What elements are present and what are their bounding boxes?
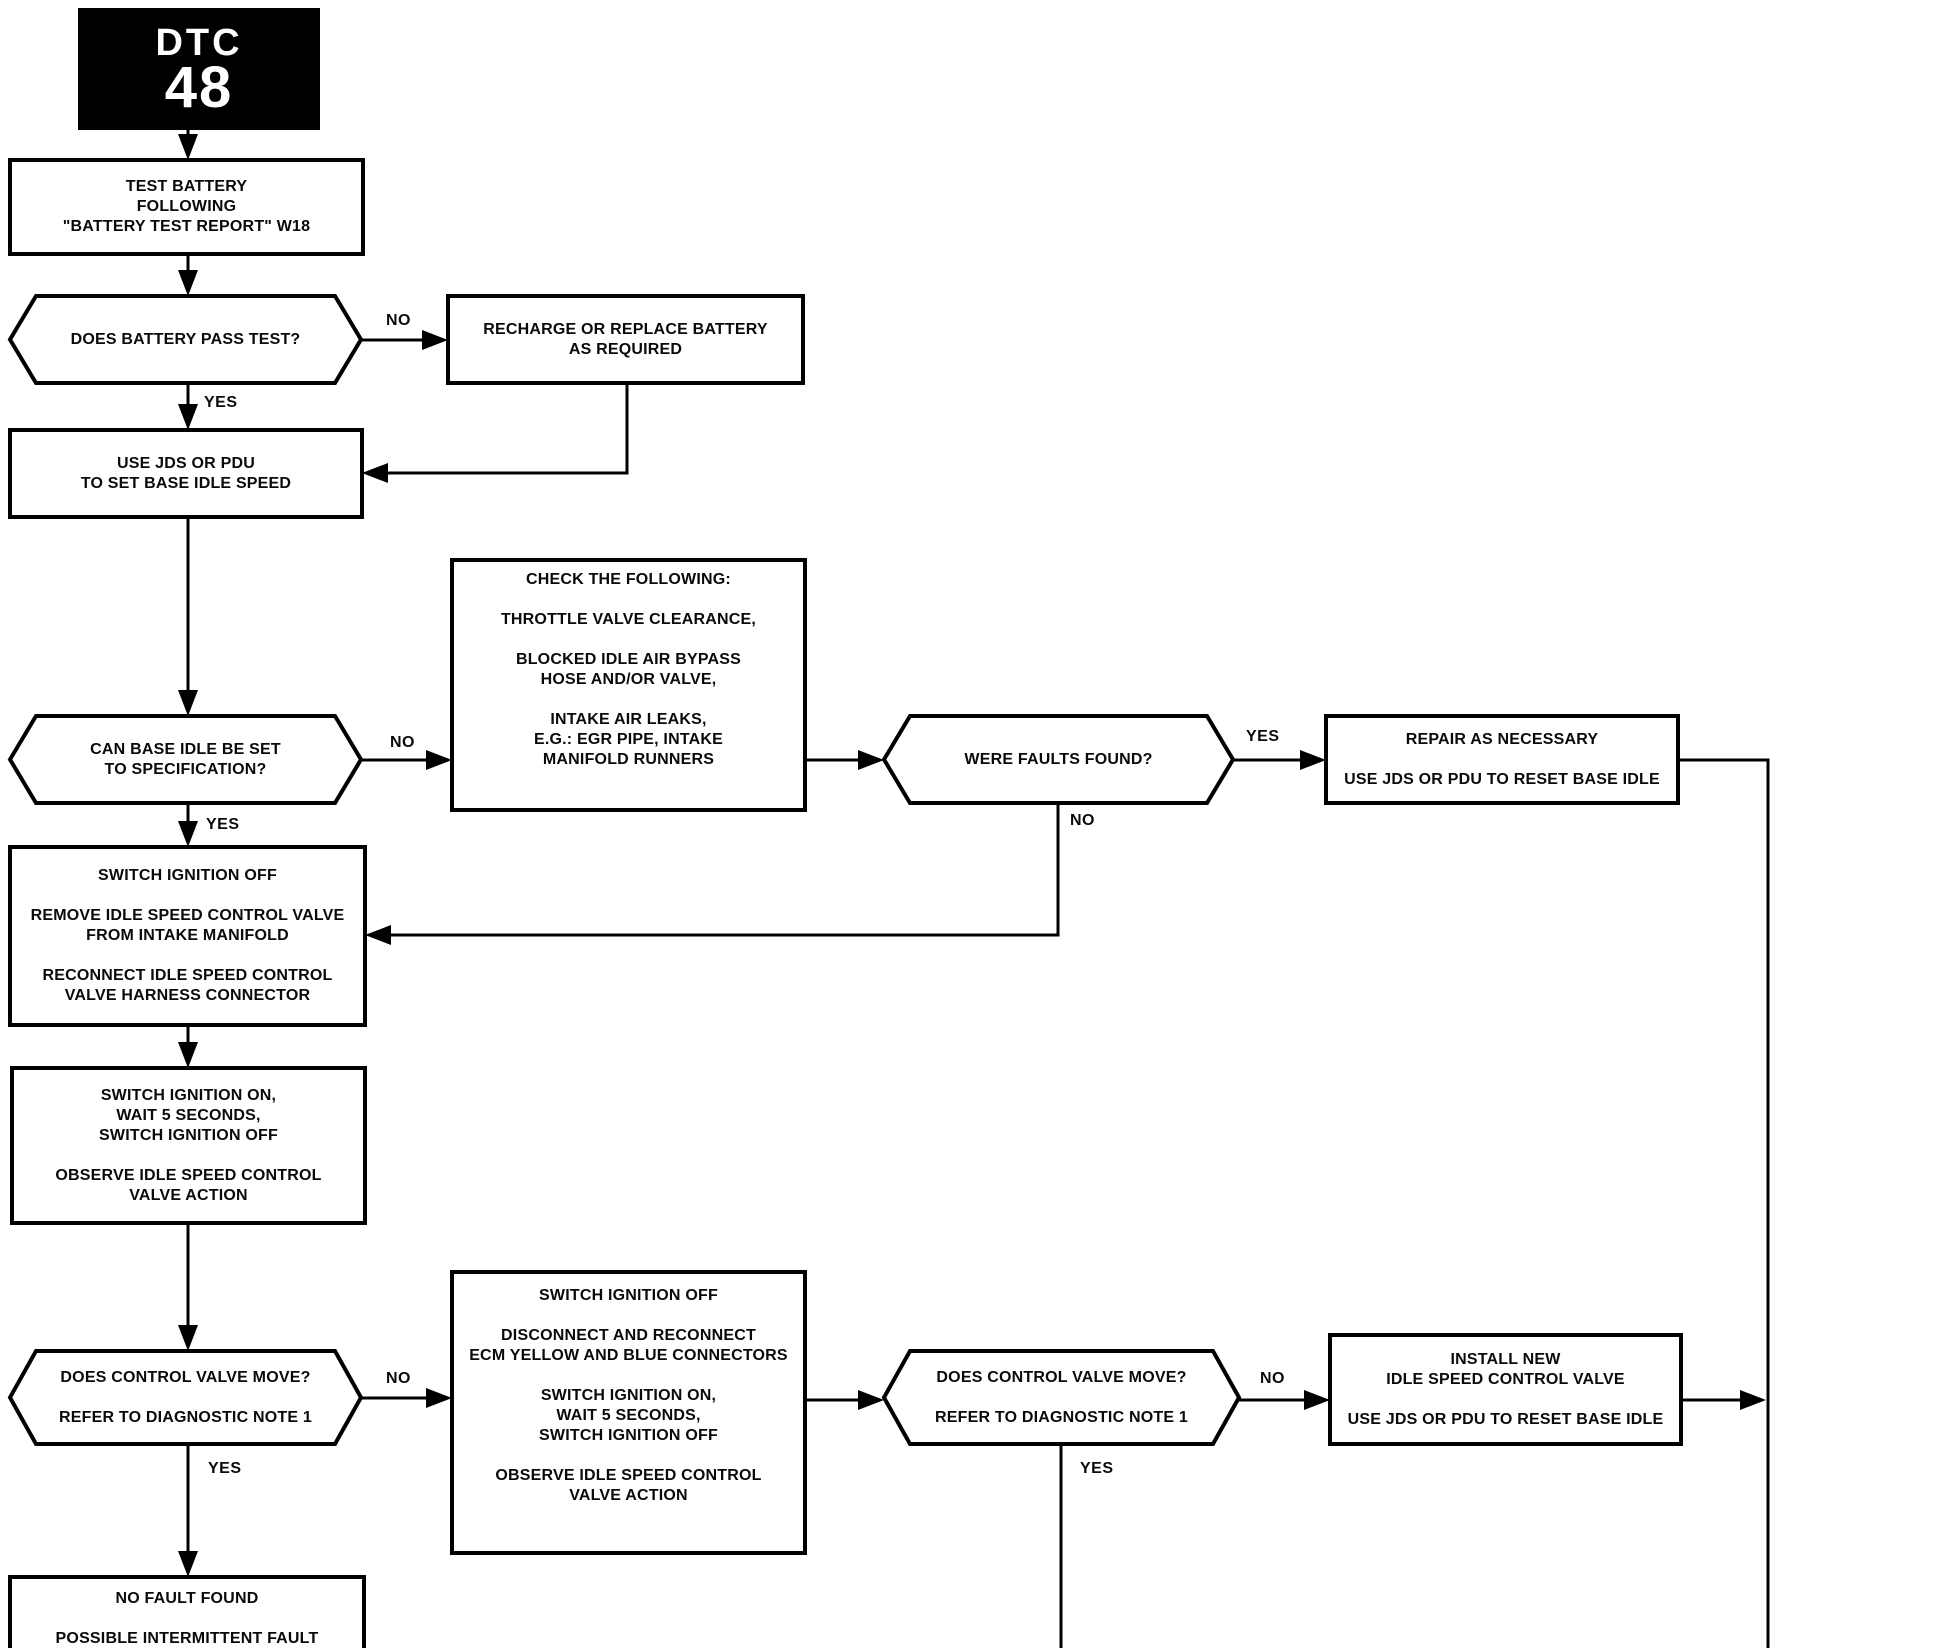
node-were-faults-found: WERE FAULTS FOUND? (964, 750, 1153, 768)
node-ecm-reconnect: SWITCH IGNITION OFF DISCONNECT AND RECON… (469, 1287, 788, 1504)
node-install-new-valve: INSTALL NEW IDLE SPEED CONTROL VALVE USE… (1347, 1350, 1664, 1428)
node-can-base-idle: CAN BASE IDLE BE SET TO SPECIFICATION? (90, 740, 281, 778)
edge-label-battery-yes: YES (204, 394, 238, 411)
node-does-battery-pass: DOES BATTERY PASS TEST? (70, 330, 301, 348)
box-recharge-battery (446, 294, 805, 385)
hex-valve-move-2 (881, 1349, 1242, 1446)
edge-label-battery-no: NO (386, 312, 411, 329)
box-set-base-idle (8, 428, 364, 519)
arrowheads (178, 134, 1766, 1577)
node-set-base-idle: USE JDS OR PDU TO SET BASE IDLE SPEED (80, 454, 292, 492)
node-valve-move-1: DOES CONTROL VALVE MOVE? REFER TO DIAGNO… (59, 1368, 312, 1426)
edge-label-faults-no: NO (1070, 812, 1095, 829)
box-install-new-valve (1328, 1333, 1683, 1446)
dtc-badge: DTC 48 (80, 10, 318, 128)
node-remove-valve: SWITCH IGNITION OFF REMOVE IDLE SPEED CO… (30, 867, 345, 1004)
edge-label-faults-yes: YES (1246, 728, 1280, 745)
node-test-battery: TEST BATTERY FOLLOWING "BATTERY TEST REP… (62, 178, 311, 235)
node-no-fault-found: NO FAULT FOUND POSSIBLE INTERMITTENT FAU… (55, 1590, 319, 1647)
box-test-battery (8, 158, 365, 256)
node-valve-move-2: DOES CONTROL VALVE MOVE? REFER TO DIAGNO… (935, 1368, 1188, 1426)
node-recharge-battery: RECHARGE OR REPLACE BATTERY AS REQUIRED (483, 320, 768, 358)
edge-label-valve2-no: NO (1260, 1370, 1285, 1387)
node-observe-valve: SWITCH IGNITION ON, WAIT 5 SECONDS, SWIT… (55, 1086, 322, 1204)
dtc-code-number: 48 (164, 55, 234, 120)
edge-label-base-idle-no: NO (390, 734, 415, 751)
edge-label-valve1-yes: YES (208, 1460, 242, 1477)
node-check-following: CHECK THE FOLLOWING: THROTTLE VALVE CLEA… (500, 571, 757, 768)
hex-does-battery-pass (7, 294, 364, 385)
edge-label-valve2-yes: YES (1080, 1460, 1114, 1477)
box-remove-valve (8, 845, 367, 1027)
edge-label-valve1-no: NO (386, 1370, 411, 1387)
box-no-fault-found (8, 1575, 366, 1648)
node-repair-as-necessary: REPAIR AS NECESSARY USE JDS OR PDU TO RE… (1344, 730, 1660, 788)
edge-label-base-idle-yes: YES (206, 816, 240, 833)
box-observe-valve (10, 1066, 367, 1225)
hex-valve-move-1 (7, 1349, 364, 1446)
box-check-following (450, 558, 807, 812)
dtc-code-label: DTC (155, 22, 243, 64)
box-repair-as-necessary (1324, 714, 1680, 805)
hex-were-faults-found (881, 714, 1236, 805)
hex-can-base-idle (7, 714, 364, 805)
box-ecm-reconnect (450, 1270, 807, 1555)
